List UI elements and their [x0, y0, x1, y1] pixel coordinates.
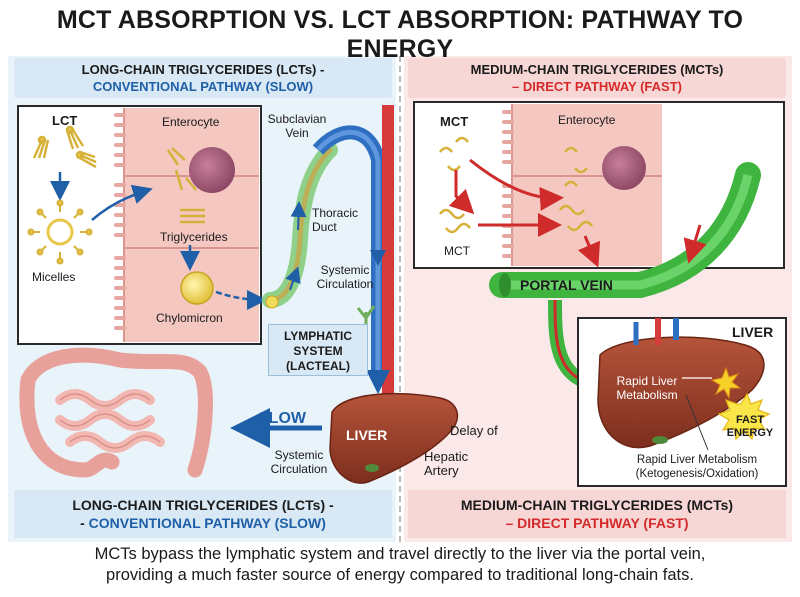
- lct-enterocyte-label: Enterocyte: [162, 115, 220, 129]
- caption-line1: MCTs bypass the lymphatic system and tra…: [94, 545, 706, 563]
- lct-enterocyte-cells: [114, 108, 259, 342]
- mct-header-line2: – DIRECT PATHWAY (FAST): [512, 79, 682, 94]
- mct-enterocyte-cells: [502, 104, 662, 266]
- micelles-label: Micelles: [32, 270, 76, 284]
- lct-liver: [329, 392, 459, 484]
- fast-energy-badge: [717, 392, 771, 441]
- mct-molecules: [439, 136, 593, 234]
- intestine-illustration: [19, 347, 213, 478]
- lct-header-line1: LONG-CHAIN TRIGLYCERIDES (LCTs) -: [81, 62, 325, 77]
- lct-header-line2: CONVENTIONAL PATHWAY (SLOW): [92, 79, 314, 94]
- mct-footer-line1: MEDIUM-CHAIN TRIGLYCERIDES (MCTs): [460, 497, 734, 513]
- lct-molecules: [32, 125, 97, 169]
- thoracic-duct-label: Thoracic Duct: [312, 206, 359, 234]
- lct-header: LONG-CHAIN TRIGLYCERIDES (LCTs) - CONVEN…: [14, 61, 392, 95]
- slow-label: SLOW: [258, 410, 306, 427]
- mct-header: MEDIUM-CHAIN TRIGLYCERIDES (MCTs) – DIRE…: [408, 61, 786, 95]
- subclavian-vein-label: Subclavian Vein: [267, 112, 327, 140]
- lct-footer-line2: CONVENTIONAL PATHWAY (SLOW): [88, 515, 326, 531]
- lct-footer: LONG-CHAIN TRIGLYCERIDES (LCTs) - - CONV…: [14, 496, 392, 532]
- micelle: [27, 199, 93, 265]
- mct-header-box: [408, 58, 786, 98]
- triglycerides-label: Triglycerides: [160, 230, 228, 244]
- panel-divider: [399, 56, 401, 542]
- chylomicron: [180, 271, 214, 305]
- caption-line2: providing a much faster source of energy…: [106, 566, 694, 584]
- delay-of-label: Delay of: [450, 423, 498, 438]
- lct-header-box: [14, 58, 392, 98]
- lct-label: LCT: [52, 113, 78, 128]
- portal-vein-label: PORTAL VEIN: [520, 277, 613, 293]
- mct-enterocyte-label: Enterocyte: [558, 113, 616, 127]
- mct-bottom-label: MCT: [444, 244, 470, 258]
- mct-top-label: MCT: [440, 114, 469, 129]
- lct-liver-label: LIVER: [346, 427, 388, 443]
- chylomicron-label: Chylomicron: [156, 311, 223, 325]
- lct-footer-box: [14, 490, 392, 538]
- rapid-metabolism-label: Rapid Liver Metabolism: [616, 374, 678, 402]
- mct-footer-line2: – DIRECT PATHWAY (FAST): [505, 515, 689, 531]
- rapid-metabolism-detail-label: Rapid Liver Metabolism (Ketogenesis/Oxid…: [635, 454, 759, 480]
- hepatic-artery-label: Hepatic Artery: [424, 449, 469, 478]
- systemic-circulation-bottom-label: Systemic Circulation: [270, 448, 328, 476]
- systemic-circulation-top-label: Systemic Circulation: [316, 263, 374, 291]
- triglyceride-molecules: [166, 147, 205, 224]
- lct-footer-line1: LONG-CHAIN TRIGLYCERIDES (LCTs) -: [72, 497, 334, 513]
- lymphatic-system-label: LYMPHATIC SYSTEM (LACTEAL): [268, 324, 368, 376]
- mct-footer-box: [408, 490, 786, 538]
- mct-footer: MEDIUM-CHAIN TRIGLYCERIDES (MCTs) – DIRE…: [408, 496, 786, 532]
- mct-liver-label: LIVER: [732, 324, 774, 340]
- energy-burst-icon: [710, 366, 742, 400]
- fast-energy-label: FAST ENERGY: [726, 414, 774, 439]
- lct-footer-line2-prefix: -: [80, 515, 89, 531]
- mct-header-line1: MEDIUM-CHAIN TRIGLYCERIDES (MCTs): [470, 62, 724, 77]
- caption: MCTs bypass the lymphatic system and tra…: [0, 544, 800, 586]
